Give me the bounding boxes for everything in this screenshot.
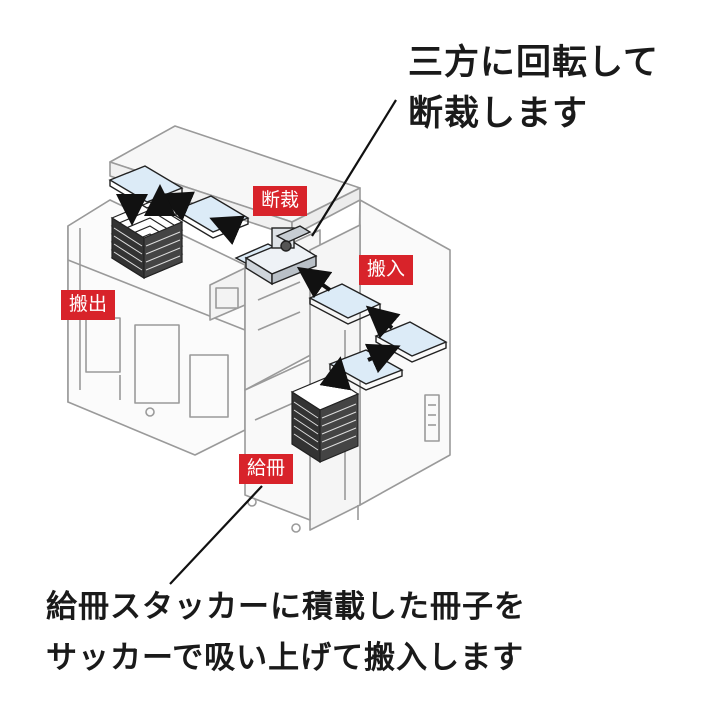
callout-bottom-line2: サッカーで吸い上げて搬入します (46, 640, 525, 676)
leader-line-top (311, 99, 397, 237)
leader-line-bottom (169, 485, 263, 585)
callout-top-line1: 三方に回転して (408, 43, 659, 83)
arrow-feed-up (319, 356, 352, 391)
feed-stack (290, 375, 360, 464)
callout-top-line2: 断裁します (408, 94, 589, 134)
callout-bottom-line1: 給冊スタッカーに積載した冊子を (46, 589, 526, 625)
label-carry-in: 搬入 (359, 255, 414, 285)
label-feed: 給冊 (239, 454, 294, 484)
arrow-cut-left (209, 215, 246, 246)
arrow-to-cutter (296, 266, 333, 299)
label-carry-out: 搬出 (61, 290, 116, 320)
label-cut: 断裁 (253, 186, 308, 216)
callout-feed-description: 給冊スタッカーに積載した冊子を サッカーで吸い上げて搬入します (46, 582, 526, 684)
arrow-feed-right (364, 343, 401, 374)
arrow-carry-up (365, 305, 401, 339)
cutting-unit (244, 225, 318, 286)
flow-arrows (116, 184, 401, 391)
arrow-cut-left-2 (159, 191, 196, 222)
callout-rotate-cut: 三方に回転して 断裁します (408, 38, 659, 140)
